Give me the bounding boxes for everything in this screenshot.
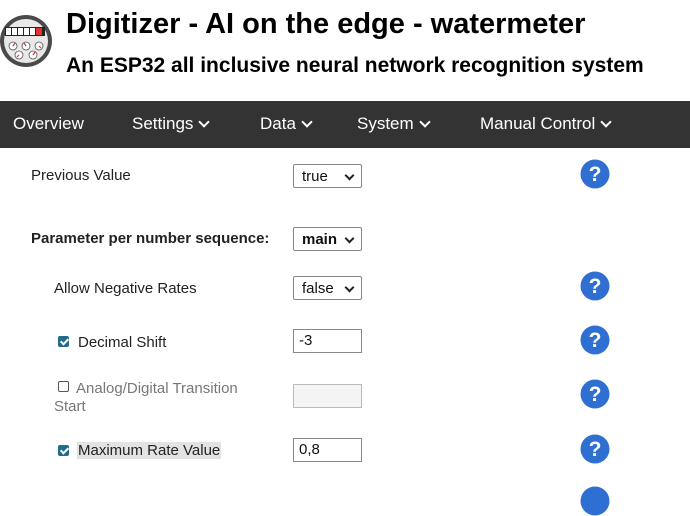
allow-negative-rates-label: Allow Negative Rates <box>54 280 197 297</box>
watermeter-logo-icon <box>0 15 52 67</box>
chevron-down-icon <box>344 233 355 244</box>
chevron-down-icon <box>600 116 612 128</box>
main-nav: Overview Settings Data System Manual Con… <box>0 101 690 148</box>
allow-negative-rates-select[interactable]: false <box>293 276 362 300</box>
help-icon[interactable]: ? <box>580 159 610 189</box>
select-value: main <box>302 231 338 248</box>
chevron-down-icon <box>344 282 355 293</box>
transition-start-checkbox[interactable] <box>58 381 69 392</box>
page-title: Digitizer - AI on the edge - watermeter <box>66 8 586 40</box>
max-rate-input[interactable]: 0,8 <box>293 438 362 462</box>
nav-item-settings[interactable]: Settings <box>132 101 211 148</box>
max-rate-label: Maximum Rate Value <box>77 442 222 459</box>
help-icon[interactable]: ? <box>580 434 610 464</box>
help-icon[interactable]: ? <box>580 325 610 355</box>
page-header: Digitizer - AI on the edge - watermeter … <box>0 0 690 100</box>
page-subtitle: An ESP32 all inclusive neural network re… <box>66 54 644 77</box>
nav-item-label: Overview <box>13 114 84 133</box>
transition-start-label: Analog/Digital Transition Start <box>54 380 238 415</box>
nav-item-system[interactable]: System <box>357 101 431 148</box>
select-value: true <box>302 168 328 185</box>
chevron-down-icon <box>301 116 313 128</box>
chevron-down-icon <box>198 116 211 128</box>
nav-item-label: System <box>357 114 414 133</box>
nav-item-data[interactable]: Data <box>260 101 313 148</box>
select-value: false <box>302 280 334 297</box>
help-icon[interactable]: ? <box>580 271 610 301</box>
decimal-shift-checkbox[interactable] <box>58 336 69 347</box>
sequence-label: Parameter per number sequence: <box>31 230 270 247</box>
svg-text:?: ? <box>589 438 602 461</box>
previous-value-select[interactable]: true <box>293 164 362 188</box>
sequence-select[interactable]: main <box>293 227 362 251</box>
nav-item-label: Manual Control <box>480 114 596 133</box>
nav-item-label: Data <box>260 114 296 133</box>
nav-item-manual-control[interactable]: Manual Control <box>480 101 612 148</box>
nav-item-overview[interactable]: Overview <box>13 101 84 148</box>
chevron-down-icon <box>344 170 355 181</box>
svg-text:?: ? <box>589 383 602 406</box>
max-rate-checkbox[interactable] <box>58 445 69 456</box>
svg-text:?: ? <box>589 275 602 298</box>
svg-text:?: ? <box>589 329 602 352</box>
chevron-down-icon <box>419 116 431 128</box>
previous-value-label: Previous Value <box>31 167 131 184</box>
svg-text:?: ? <box>589 163 602 186</box>
help-icon[interactable]: ? <box>580 379 610 409</box>
decimal-shift-input[interactable]: -3 <box>293 329 362 353</box>
decimal-shift-label: Decimal Shift <box>78 334 167 351</box>
transition-start-input[interactable] <box>293 384 362 408</box>
nav-item-label: Settings <box>132 114 194 133</box>
